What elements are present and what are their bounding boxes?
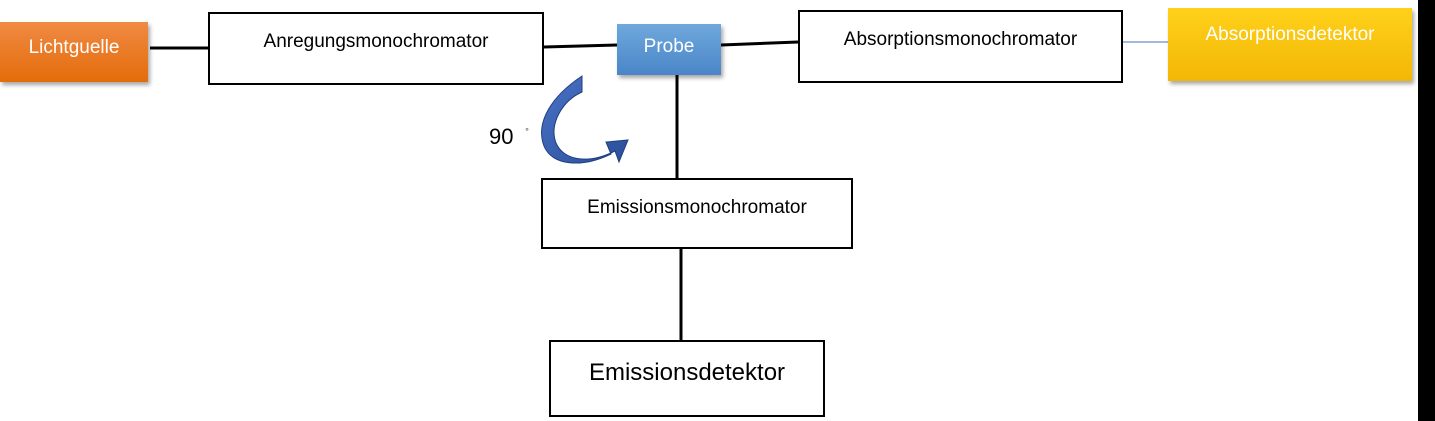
excitation-monochromator-label: Anregungsmonochromator <box>263 31 489 52</box>
absorption-monochromator-node: Absorptionsmonochromator <box>798 10 1123 83</box>
light-source-node: Lichtguelle <box>0 22 148 82</box>
emission-monochromator-label: Emissionsmonochromator <box>587 197 807 218</box>
connector-excitation-sample <box>543 43 618 49</box>
emission-detector-label: Emissionsdetektor <box>588 359 786 386</box>
absorption-detector-label: Absorptionsdetektor <box>1205 24 1375 45</box>
sample-label: Probe <box>643 36 695 57</box>
angle-value: 90 <box>489 124 514 149</box>
light-source-label: Lichtguelle <box>28 37 120 58</box>
absorption-monochromator-label: Absorptionsmonochromator <box>843 29 1078 50</box>
rotation-arrow-icon <box>541 75 629 164</box>
absorption-detector-node: Absorptionsdetektor <box>1168 8 1412 81</box>
connector-sample-absorption <box>720 40 799 47</box>
sample-node: Probe <box>617 24 721 75</box>
emission-detector-node: Emissionsdetektor <box>549 340 825 417</box>
window-edge-bar <box>1418 0 1435 421</box>
emission-monochromator-node: Emissionsmonochromator <box>541 178 853 249</box>
excitation-monochromator-node: Anregungsmonochromator <box>208 12 544 85</box>
